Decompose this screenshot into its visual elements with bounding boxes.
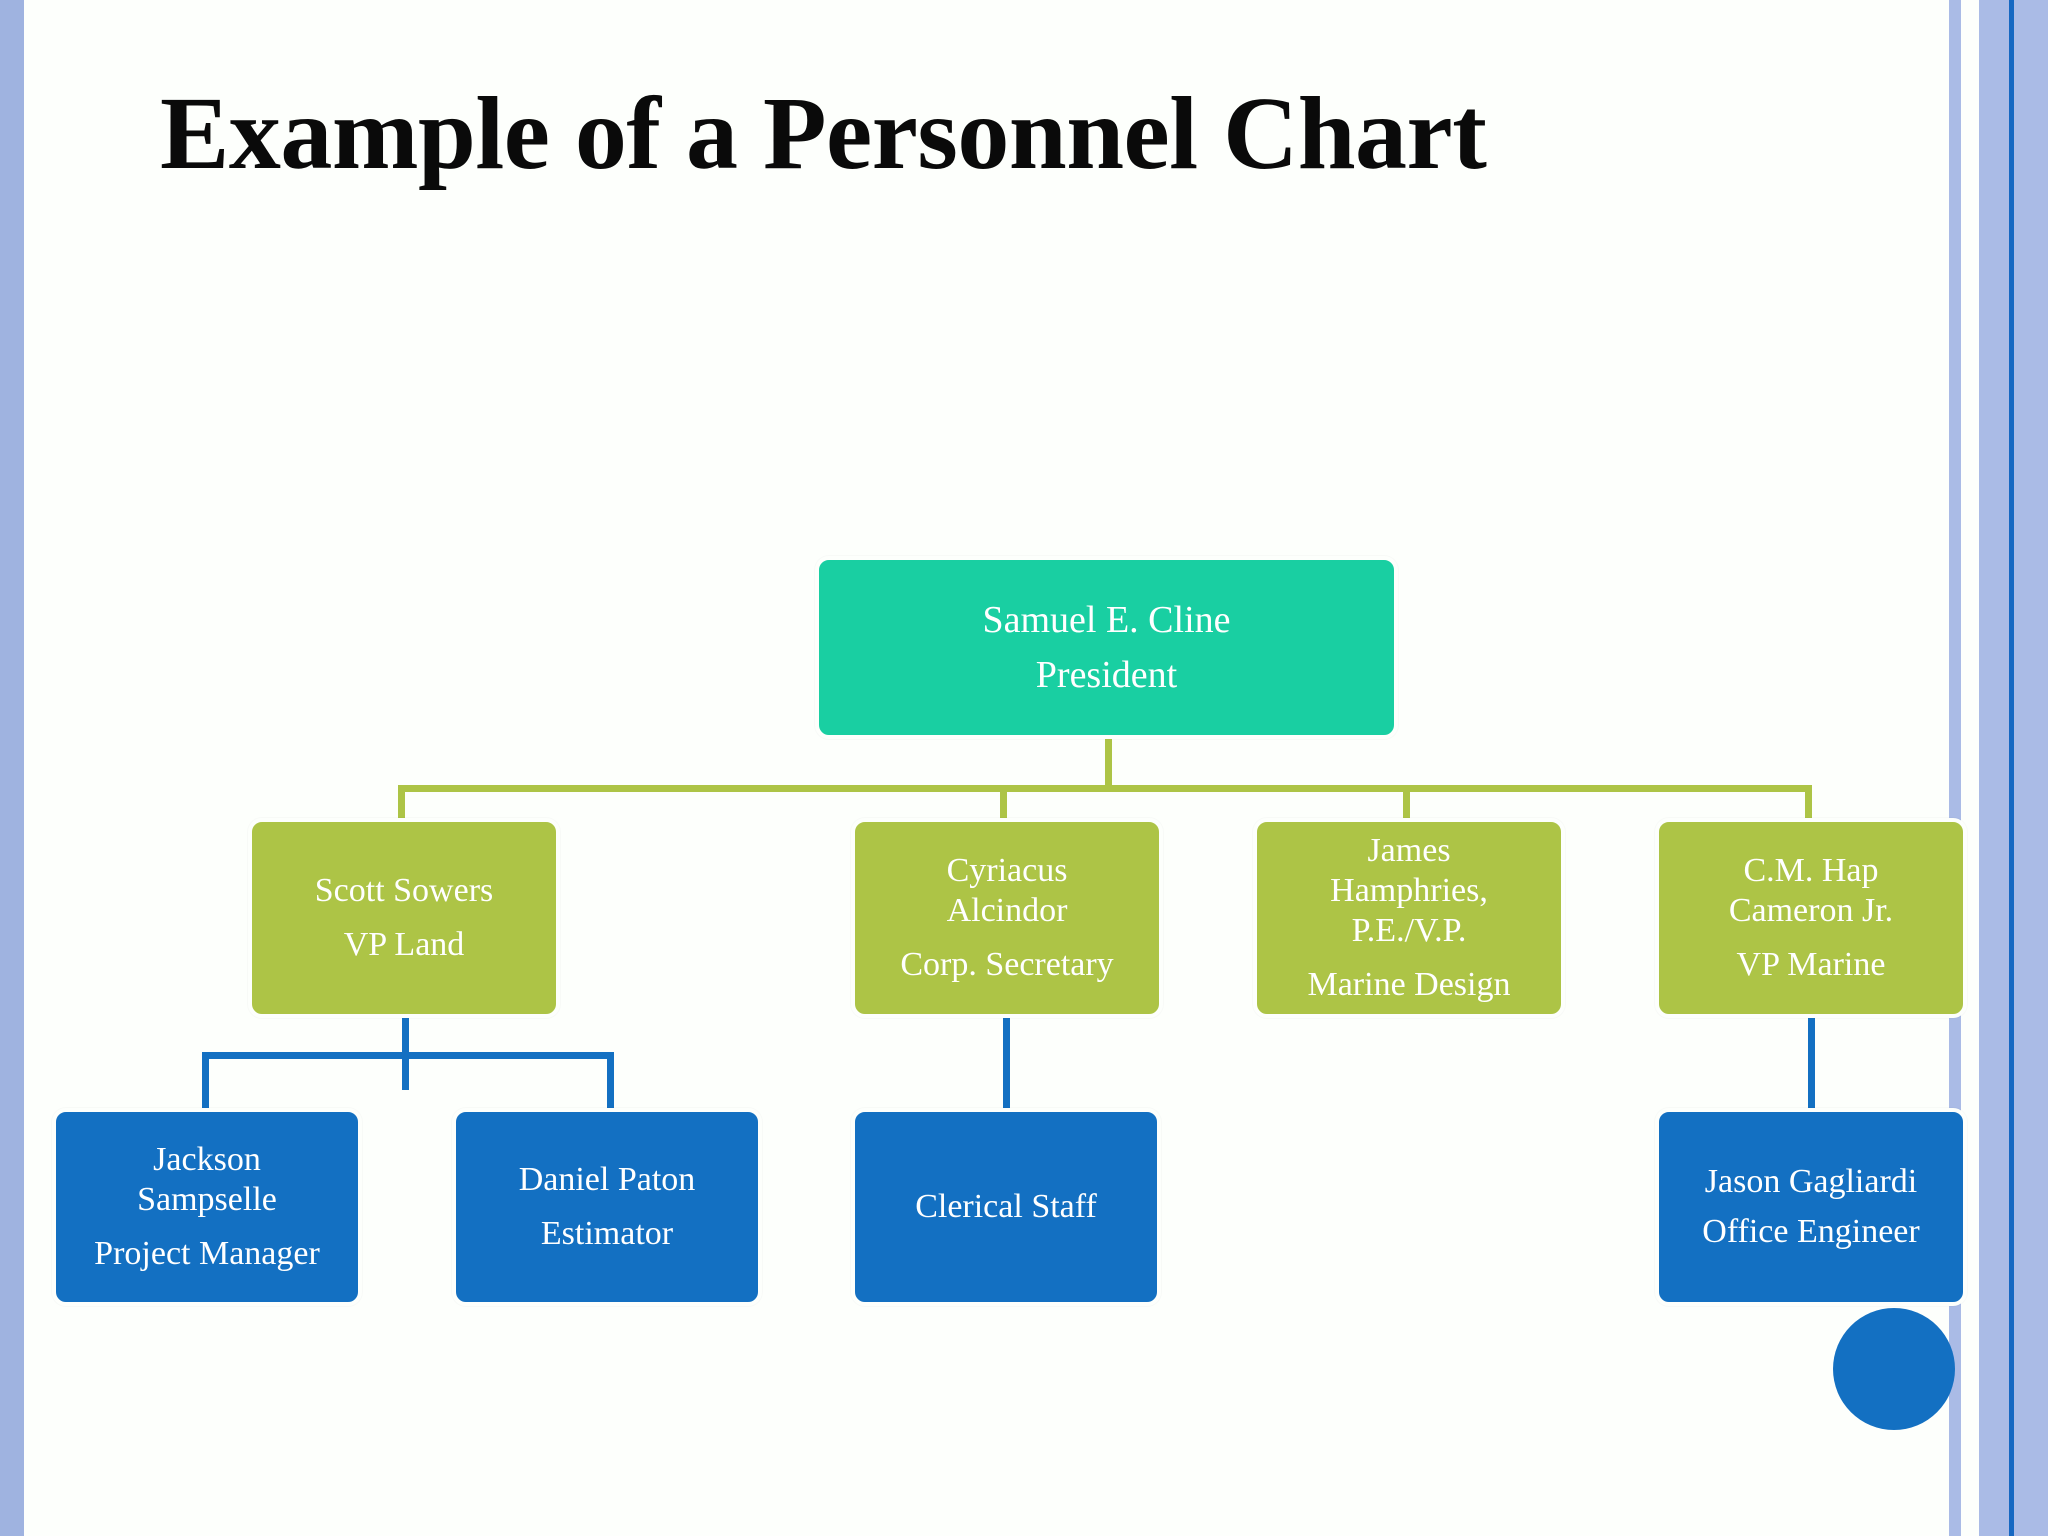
org-node-estimator[interactable]: Daniel Paton Estimator <box>452 1108 762 1306</box>
connector-drop-estimator <box>607 1052 614 1114</box>
org-node-estimator-name: Daniel Paton <box>518 1160 696 1198</box>
org-node-marine-design-role: Marine Design <box>1307 966 1511 1004</box>
connector-drop-office-engineer <box>1808 1018 1815 1114</box>
org-node-corp-secretary[interactable]: Cyriacus Alcindor Corp. Secretary <box>851 818 1163 1018</box>
org-node-vp-land-role: VP Land <box>343 926 465 963</box>
org-node-corp-secretary-name-line1: Cyriacus <box>946 851 1068 889</box>
connector-drop-marine-design <box>1403 785 1410 824</box>
org-node-project-manager[interactable]: Jackson Sampselle Project Manager <box>52 1108 362 1306</box>
connector-drop-vp-land <box>398 785 405 824</box>
org-node-vp-marine-name-line1: C.M. Hap <box>1743 851 1879 889</box>
org-node-marine-design[interactable]: James Hamphries, P.E./V.P. Marine Design <box>1253 818 1565 1018</box>
org-node-office-engineer-role: Office Engineer <box>1702 1213 1920 1250</box>
org-node-marine-design-name-line2: Hamphries, <box>1330 871 1488 909</box>
org-node-vp-land-name: Scott Sowers <box>314 871 494 909</box>
org-node-office-engineer[interactable]: Jason Gagliardi Office Engineer <box>1655 1108 1967 1306</box>
right-border-stripe-mid <box>1979 0 2009 1536</box>
decorative-circle <box>1833 1308 1955 1430</box>
org-node-corp-secretary-name-line2: Alcindor <box>946 891 1068 929</box>
connector-vp-land-horizontal-bar <box>202 1052 614 1059</box>
connector-drop-clerical-staff <box>1003 1018 1010 1114</box>
connector-drop-project-manager <box>202 1052 209 1114</box>
connector-president-stem <box>1105 735 1112 788</box>
org-node-corp-secretary-role: Corp. Secretary <box>900 946 1114 984</box>
right-border-accent-line <box>2009 0 2014 1536</box>
connector-drop-corp-secretary <box>1000 785 1007 824</box>
org-node-project-manager-name-line1: Jackson <box>153 1140 261 1178</box>
org-node-marine-design-name-line1: James <box>1367 831 1451 869</box>
page-title: Example of a Personnel Chart <box>160 76 1487 191</box>
org-node-president-name: Samuel E. Cline <box>982 598 1231 641</box>
org-node-marine-design-name-line3: P.E./V.P. <box>1351 912 1467 949</box>
left-border-stripe <box>0 0 24 1536</box>
connector-level2-horizontal-bar <box>398 785 1812 792</box>
org-node-president-role: President <box>1035 653 1178 696</box>
org-node-vp-marine[interactable]: C.M. Hap Cameron Jr. VP Marine <box>1655 818 1967 1018</box>
org-node-president[interactable]: Samuel E. Cline President <box>815 556 1398 739</box>
connector-drop-vp-marine <box>1805 785 1812 824</box>
org-node-clerical-staff-name: Clerical Staff <box>915 1187 1097 1225</box>
org-node-clerical-staff[interactable]: Clerical Staff <box>851 1108 1161 1306</box>
org-node-office-engineer-name: Jason Gagliardi <box>1704 1162 1918 1200</box>
org-node-estimator-role: Estimator <box>540 1215 674 1252</box>
org-node-project-manager-name-line2: Sampselle <box>137 1180 277 1218</box>
org-node-project-manager-role: Project Manager <box>94 1235 320 1273</box>
org-node-vp-land[interactable]: Scott Sowers VP Land <box>248 818 560 1018</box>
right-border-stripe-inner <box>2014 0 2048 1536</box>
org-node-vp-marine-role: VP Marine <box>1736 946 1886 984</box>
org-node-vp-marine-name-line2: Cameron Jr. <box>1728 891 1894 929</box>
